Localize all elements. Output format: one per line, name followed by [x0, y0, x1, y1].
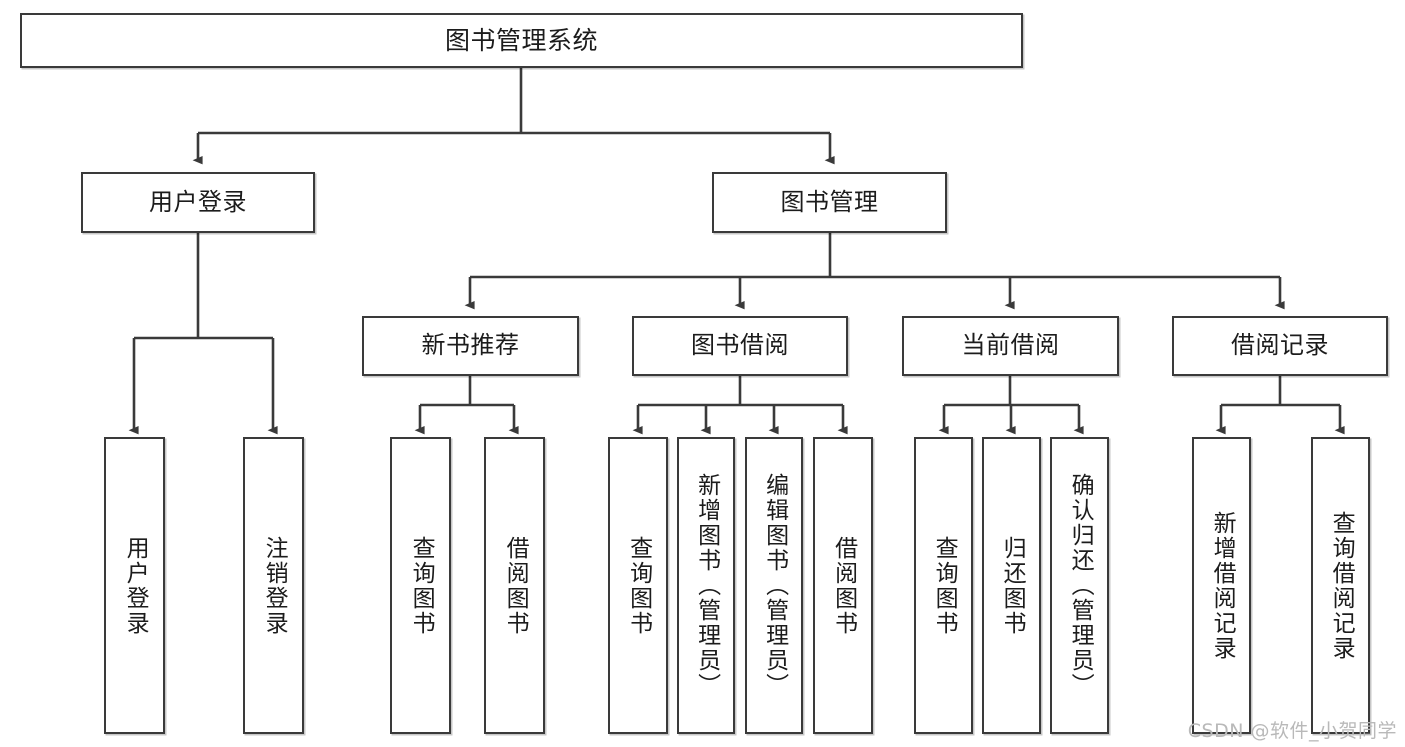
leaf-query-book-1-label: 查询图书: [408, 535, 435, 636]
leaf-borrow-book-1-label: 借阅图书: [502, 535, 529, 636]
csdn-watermark: CSDN @软件_小贺同学: [1187, 720, 1397, 742]
node-borrow-records[interactable]: 借阅记录: [1172, 316, 1388, 376]
node-new-book-recommend-label: 新书推荐: [421, 331, 520, 360]
node-book-borrow[interactable]: 图书借阅: [632, 316, 848, 376]
leaf-logout-label: 注销登录: [261, 535, 288, 636]
leaf-query-borrow-record-label: 查询借阅记录: [1328, 510, 1355, 661]
leaf-edit-book-admin[interactable]: 编辑图书（管理员）: [745, 437, 803, 734]
leaf-return-book-label: 归还图书: [999, 535, 1026, 636]
leaf-borrow-book-2-label: 借阅图书: [830, 535, 857, 636]
leaf-return-book[interactable]: 归还图书: [982, 437, 1041, 734]
leaf-user-login[interactable]: 用户登录: [104, 437, 165, 734]
leaf-add-book-admin-label: 新增图书（管理员）: [693, 473, 720, 698]
node-user-login-label: 用户登录: [149, 187, 247, 216]
leaf-logout[interactable]: 注销登录: [243, 437, 304, 734]
node-new-book-recommend[interactable]: 新书推荐: [362, 316, 579, 376]
leaf-edit-book-admin-label: 编辑图书（管理员）: [761, 473, 788, 698]
leaf-query-book-2[interactable]: 查询图书: [608, 437, 668, 734]
node-user-login[interactable]: 用户登录: [81, 172, 315, 233]
leaf-confirm-return-admin-label: 确认归还（管理员）: [1067, 473, 1094, 698]
node-book-management-label: 图书管理: [780, 187, 879, 216]
node-root[interactable]: 图书管理系统: [20, 13, 1023, 68]
node-current-borrow-label: 当前借阅: [961, 331, 1060, 360]
node-book-management[interactable]: 图书管理: [712, 172, 947, 233]
leaf-add-borrow-record-label: 新增借阅记录: [1209, 510, 1236, 661]
leaf-query-book-3-label: 查询图书: [931, 535, 958, 636]
leaf-query-book-2-label: 查询图书: [625, 535, 652, 636]
node-borrow-records-label: 借阅记录: [1231, 331, 1329, 360]
node-current-borrow[interactable]: 当前借阅: [902, 316, 1119, 376]
leaf-query-borrow-record[interactable]: 查询借阅记录: [1311, 437, 1370, 734]
node-book-borrow-label: 图书借阅: [691, 331, 789, 360]
leaf-query-book-1[interactable]: 查询图书: [390, 437, 451, 734]
leaf-query-book-3[interactable]: 查询图书: [914, 437, 973, 734]
leaf-add-borrow-record[interactable]: 新增借阅记录: [1192, 437, 1251, 734]
node-root-label: 图书管理系统: [444, 26, 598, 55]
leaf-user-login-label: 用户登录: [122, 535, 149, 636]
leaf-add-book-admin[interactable]: 新增图书（管理员）: [677, 437, 735, 734]
leaf-borrow-book-1[interactable]: 借阅图书: [484, 437, 545, 734]
leaf-confirm-return-admin[interactable]: 确认归还（管理员）: [1050, 437, 1109, 734]
leaf-borrow-book-2[interactable]: 借阅图书: [813, 437, 873, 734]
